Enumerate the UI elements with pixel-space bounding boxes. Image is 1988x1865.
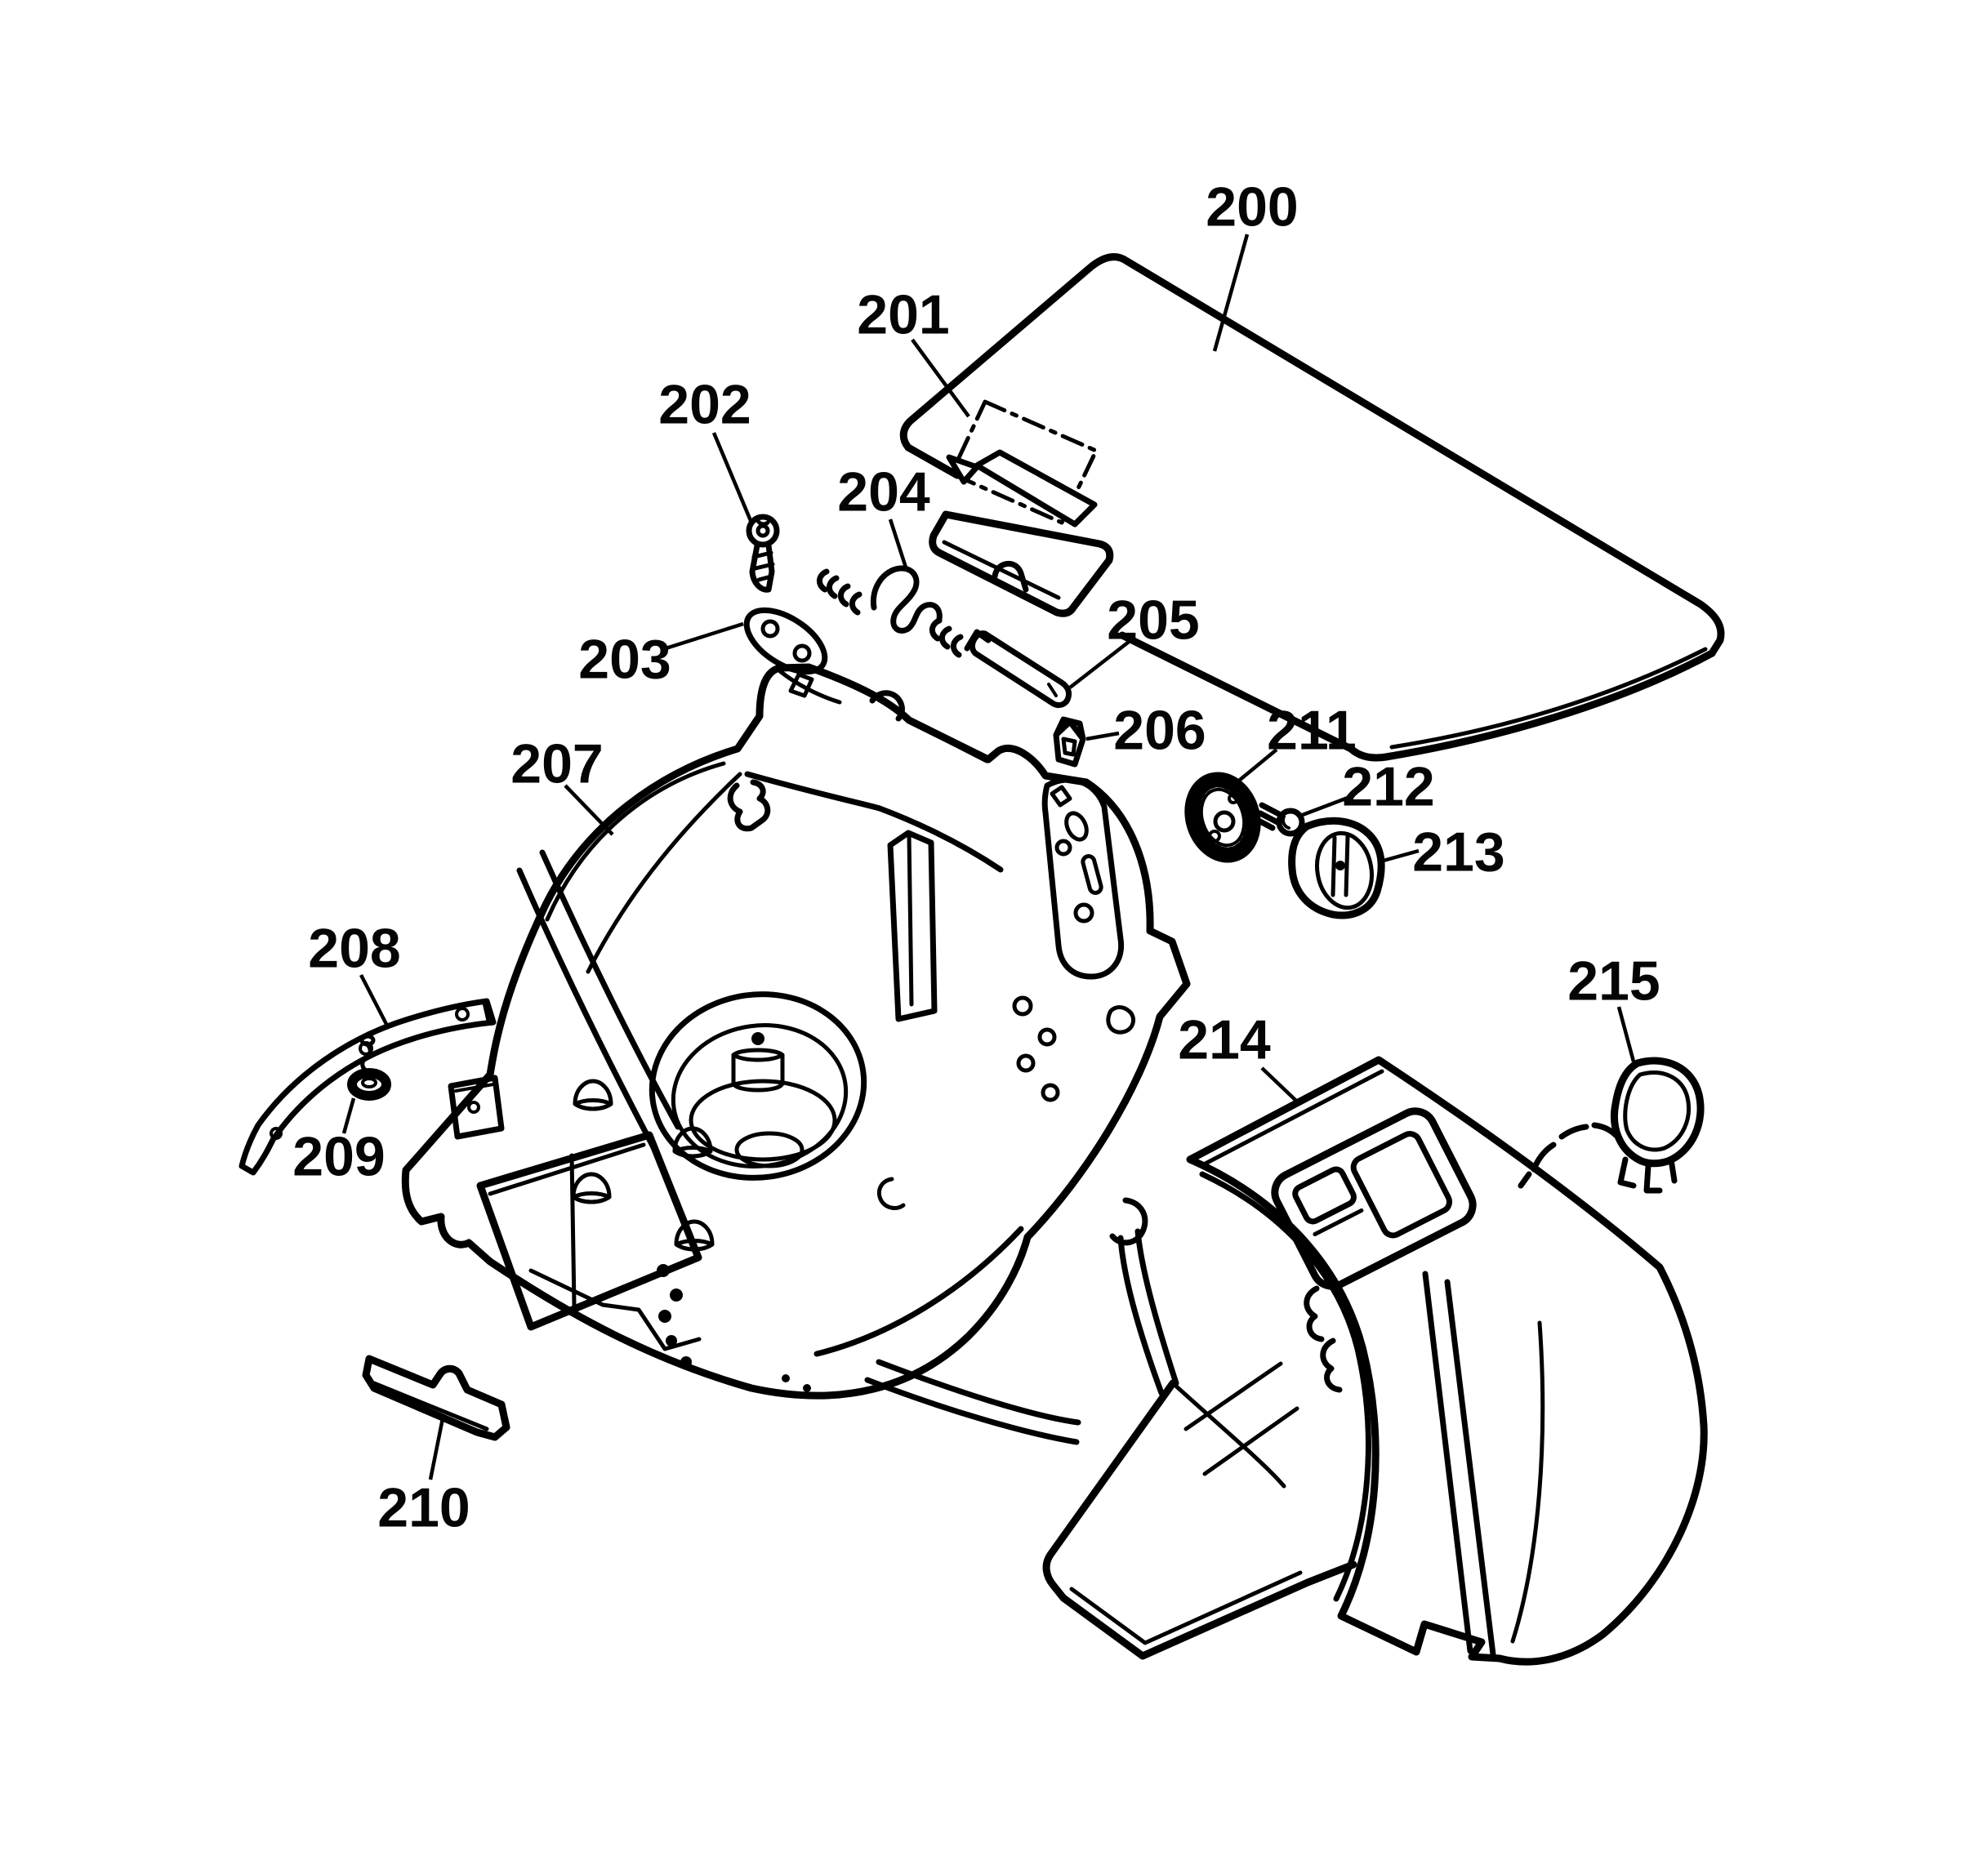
part-211-gear <box>1184 772 1261 863</box>
part-207-deck-housing <box>401 663 1191 1445</box>
part-label-212: 212 <box>1342 755 1434 817</box>
leader-line-200 <box>1212 234 1250 352</box>
part-210-strip <box>362 1355 510 1441</box>
part-209-pin <box>347 1034 391 1101</box>
part-214-grassbox <box>1042 1056 1708 1666</box>
leader-line-204 <box>888 519 909 571</box>
part-label-206: 206 <box>1113 699 1206 761</box>
leader-line-209 <box>341 1097 356 1134</box>
leader-line-207 <box>564 784 614 836</box>
part-203-plate <box>743 607 828 675</box>
leader-line-212 <box>1299 795 1348 818</box>
leader-line-203 <box>662 621 744 652</box>
leader-line-213 <box>1380 848 1420 864</box>
part-label-202: 202 <box>658 373 751 435</box>
part-204-spring <box>817 565 992 658</box>
part-label-205: 205 <box>1107 589 1199 651</box>
deck-holes-front <box>657 1264 811 1392</box>
grassbox-chute <box>1042 1228 1357 1660</box>
deck-bumps <box>571 1079 715 1252</box>
leader-line-215 <box>1616 1006 1636 1062</box>
leader-line-211 <box>1233 748 1278 786</box>
deck-corner-piece <box>448 1075 505 1140</box>
part-212-screw <box>1255 802 1305 837</box>
part-201-decal-outline <box>949 399 1099 525</box>
part-200-cover <box>899 253 1725 762</box>
leader-line-208 <box>359 973 391 1030</box>
part-label-201: 201 <box>857 283 949 345</box>
part-label-209: 209 <box>292 1125 385 1187</box>
part-202-screw <box>746 514 780 593</box>
part-213-knob <box>1288 817 1385 919</box>
part-label-215: 215 <box>1567 950 1660 1012</box>
part-206-clip <box>1053 716 1086 768</box>
part-label-203: 203 <box>578 628 671 690</box>
leader-line-205 <box>1068 640 1130 689</box>
leader-line-206 <box>1085 731 1120 741</box>
leader-line-201 <box>911 338 970 418</box>
part-205-strip <box>969 630 1072 709</box>
leader-line-202 <box>711 432 754 523</box>
cover-flap <box>929 449 1114 617</box>
part-label-208: 208 <box>308 917 400 979</box>
part-label-214: 214 <box>1178 1008 1271 1070</box>
grassbox-handle <box>1271 1107 1477 1290</box>
part-label-200: 200 <box>1206 176 1298 238</box>
part-label-204: 204 <box>837 461 930 523</box>
part-label-213: 213 <box>1412 821 1504 883</box>
leader-line-210 <box>428 1413 446 1480</box>
deck-holes-right <box>1012 995 1136 1102</box>
leader-line-214 <box>1260 1066 1299 1103</box>
part-label-211: 211 <box>1267 699 1357 761</box>
part-label-207: 207 <box>510 732 603 795</box>
callout-layer: 2002012022032042052062072082092102112122… <box>292 176 1660 1538</box>
part-label-210: 210 <box>377 1476 470 1538</box>
part-215-cap <box>1610 1057 1705 1194</box>
